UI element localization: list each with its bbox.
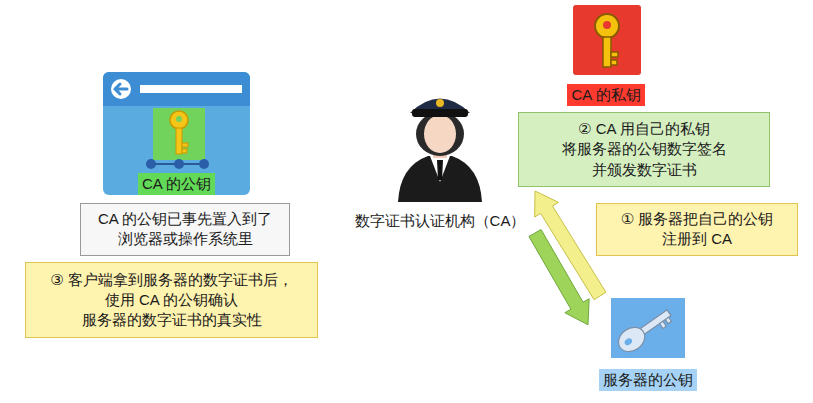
step-box: ② CA 用自己的私钥 将服务器的公钥数字签名 并颁发数字证书 (518, 112, 770, 187)
officer-hair (416, 112, 464, 156)
key-tooth (182, 143, 188, 147)
key-tooth (611, 60, 617, 65)
icon-label: 数字证书认证机构（CA） (351, 210, 530, 232)
public-key-tile (611, 298, 685, 358)
box-text: CA 的公钥已事先置入到了 浏览器或操作系统里 (93, 209, 277, 250)
key-tooth (665, 317, 671, 323)
browser-frame (103, 72, 250, 195)
box-text: ② CA 用自己的私钥 将服务器的公钥数字签名 并颁发数字证书 (545, 119, 743, 180)
key-highlight (153, 108, 205, 160)
key-head (170, 111, 188, 129)
private-key-tile (573, 5, 641, 75)
key-shaft (603, 37, 611, 67)
officer-suit (398, 156, 482, 202)
key-shaft (176, 128, 182, 154)
public-key (614, 304, 676, 356)
box-text: ① 服务器把自己的公钥 注册到 CA (608, 209, 786, 250)
ca-officer-figure (398, 99, 482, 203)
back-arrow (115, 84, 127, 94)
box-text: ③ 客户端拿到服务器的数字证书后， 使用 CA 的公钥确认 服务器的数字证书的真… (42, 270, 301, 331)
icon-label: CA 的公钥 (138, 173, 215, 195)
browser-dot (174, 159, 184, 169)
officer-face (424, 115, 456, 153)
key-tooth (611, 52, 618, 57)
private-key-icon (573, 5, 641, 75)
ca-node: 数字证书认证机构（CA） (345, 93, 535, 233)
address-bar (140, 85, 242, 93)
note-box: CA 的公钥已事先置入到了 浏览器或操作系统里 (80, 203, 290, 256)
officer-cap-badge (436, 99, 444, 107)
officer-cap-brim (412, 109, 468, 117)
issue-arrow (529, 230, 589, 325)
key-shaft (639, 310, 671, 335)
key-hole (603, 21, 611, 29)
back-button (111, 79, 131, 99)
icon-label: CA 的私钥 (567, 84, 644, 106)
step-box: ① 服务器把自己的公钥 注册到 CA (596, 203, 798, 256)
private-key-node: CA 的私钥 (565, 3, 647, 107)
browser-dot (199, 159, 209, 169)
icon-label: 服务器的公钥 (599, 369, 697, 391)
officer-shirt (430, 156, 450, 182)
key-head (595, 14, 619, 38)
key-head (614, 322, 650, 356)
browser-key-node: CA 的公钥 (103, 70, 250, 196)
public-key-icon (611, 298, 685, 358)
key-tooth (660, 321, 667, 328)
key-hole (176, 116, 182, 122)
step-box: ③ 客户端拿到服务器的数字证书后， 使用 CA 的公钥确认 服务器的数字证书的真… (25, 262, 318, 338)
browser-dot (146, 159, 156, 169)
officer-tie (437, 160, 443, 180)
key-tooth (182, 149, 187, 153)
public-key-node: 服务器的公钥 (588, 296, 708, 392)
browser-title-bar (103, 72, 250, 106)
key-hole (623, 337, 633, 347)
browser-icon (103, 72, 250, 195)
